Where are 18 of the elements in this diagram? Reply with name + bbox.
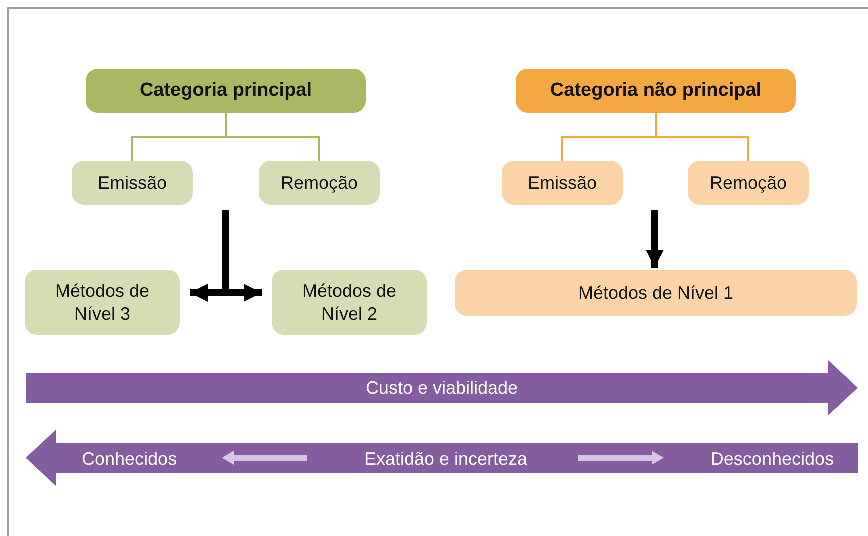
process-box: Remoção <box>688 161 809 205</box>
category-box: Categoria principal <box>86 69 366 113</box>
method-box: Métodos de Nível 3 <box>25 270 180 335</box>
connector-line <box>225 113 320 161</box>
arrow-label: Conhecidos <box>82 448 178 471</box>
process-box: Remoção <box>259 161 380 205</box>
arrow-label: Exatidão e incerteza <box>363 448 529 471</box>
left-arrow-band <box>26 430 858 486</box>
method-box: Métodos de Nível 1 <box>455 270 857 316</box>
arrow-label: Desconhecidos <box>710 448 834 471</box>
connector-line <box>655 113 750 161</box>
process-box: Emissão <box>502 161 623 205</box>
right-arrow-band <box>26 360 858 416</box>
arrow <box>646 210 664 268</box>
arrow-label: Custo e viabilidade <box>366 376 518 400</box>
process-box: Emissão <box>72 161 193 205</box>
method-box: Métodos de Nível 2 <box>272 270 427 335</box>
category-box: Categoria não principal <box>516 69 796 113</box>
